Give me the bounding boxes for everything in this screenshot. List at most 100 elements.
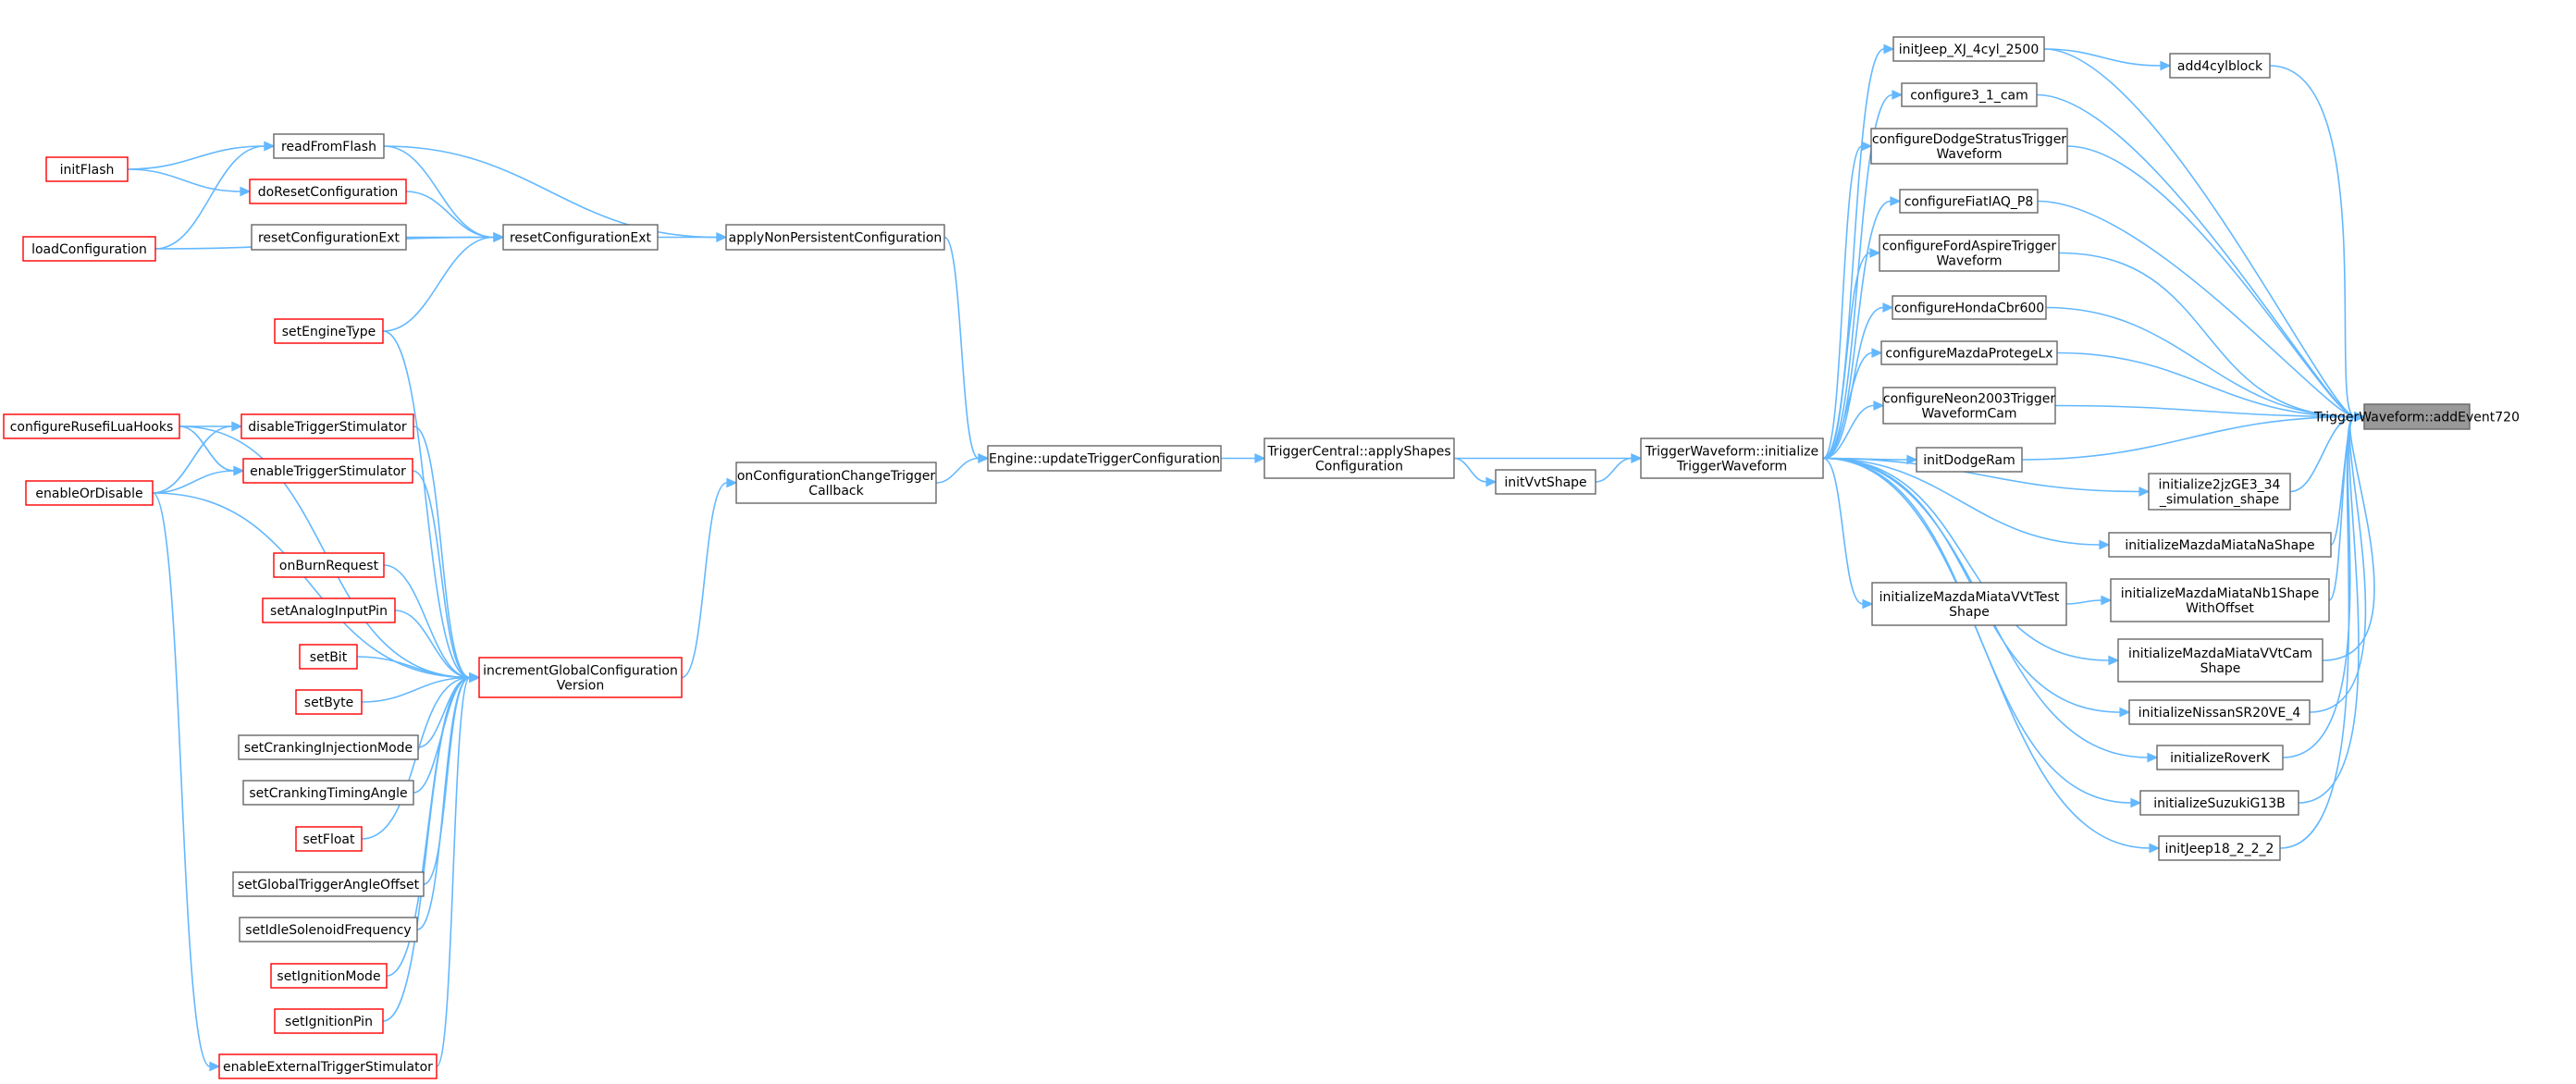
node-box-setGlobalTriggerAngleOffset[interactable]	[232, 871, 425, 897]
node-initializeMazdaMiataNaShape[interactable]: initializeMazdaMiataNaShape	[2108, 532, 2332, 558]
node-applyNonPersistentConfiguration[interactable]: applyNonPersistentConfiguration	[725, 224, 945, 251]
node-box-add4cylblock[interactable]	[2169, 53, 2271, 79]
node-initJeep18[interactable]: initJeep18_2_2_2	[2158, 835, 2281, 861]
node-box-setAnalogInputPin[interactable]	[262, 597, 396, 623]
node-initializeSuzukiG13B[interactable]: initializeSuzukiG13B	[2139, 790, 2299, 816]
node-setIgnitionMode[interactable]: setIgnitionMode	[270, 963, 388, 989]
node-setCrankingInjectionMode[interactable]: setCrankingInjectionMode	[238, 734, 419, 760]
node-setBit[interactable]: setBit	[299, 644, 358, 670]
node-setEngineType[interactable]: setEngineType	[274, 318, 384, 344]
node-box-configureRusefiLuaHooks[interactable]	[3, 413, 180, 439]
node-box-enableExternalTriggerStimulator[interactable]	[218, 1053, 438, 1079]
node-addEvent720[interactable]: TriggerWaveform::addEvent720	[2313, 403, 2520, 430]
node-box-setIdleSolenoidFrequency[interactable]	[239, 917, 418, 942]
node-box-initJeep18[interactable]	[2158, 835, 2281, 861]
node-initialize2jzGE3_34[interactable]: initialize2jzGE3_34_simulation_shape	[2148, 473, 2291, 511]
node-box-setBit[interactable]	[299, 644, 358, 670]
node-enableExternalTriggerStimulator[interactable]: enableExternalTriggerStimulator	[218, 1053, 438, 1079]
node-box-enableTriggerStimulator[interactable]	[242, 458, 413, 484]
node-box-initialize2jzGE3_34[interactable]	[2148, 473, 2291, 511]
node-box-loadConfiguration[interactable]	[22, 236, 156, 262]
node-box-configureFiatIAQ_P8[interactable]	[1899, 189, 2039, 214]
node-box-resetConfigurationExt[interactable]	[502, 224, 659, 251]
node-initDodgeRam[interactable]: initDodgeRam	[1916, 447, 2023, 473]
node-box-onConfigurationChangeTriggerCallback[interactable]	[735, 462, 937, 504]
node-updateTriggerConfiguration[interactable]: Engine::updateTriggerConfiguration	[987, 445, 1222, 472]
node-box-doResetConfiguration[interactable]	[249, 179, 407, 204]
node-add4cylblock[interactable]: add4cylblock	[2169, 53, 2271, 79]
node-setIgnitionPin[interactable]: setIgnitionPin	[274, 1008, 384, 1034]
node-box-initializeMazdaMiataVVtCam[interactable]	[2117, 638, 2323, 683]
node-initJeep_XJ[interactable]: initJeep_XJ_4cyl_2500	[1892, 36, 2045, 62]
node-configureRusefiLuaHooks[interactable]: configureRusefiLuaHooks	[3, 413, 180, 439]
node-box-setIgnitionMode[interactable]	[270, 963, 388, 989]
node-box-initializeMazdaMiataVVtTest[interactable]	[1871, 582, 2067, 626]
node-configureMazdaProtegeLx[interactable]: configureMazdaProtegeLx	[1880, 340, 2058, 365]
node-initVvtShape[interactable]: initVvtShape	[1495, 469, 1596, 495]
node-box-applyShapesConfiguration[interactable]	[1263, 437, 1455, 479]
node-box-setFloat[interactable]	[295, 826, 363, 852]
node-resetConfigurationExt[interactable]: resetConfigurationExt	[502, 224, 659, 251]
node-box-configureHondaCbr600[interactable]	[1892, 295, 2047, 320]
node-initFlash[interactable]: initFlash	[45, 156, 129, 182]
node-box-initVvtShape[interactable]	[1495, 469, 1596, 495]
node-configure3_1_cam[interactable]: configure3_1_cam	[1901, 82, 2038, 107]
node-enableOrDisable[interactable]: enableOrDisable	[25, 480, 154, 506]
node-box-initFlash[interactable]	[45, 156, 129, 182]
node-initializeTriggerWaveform[interactable]: TriggerWaveform::initializeTriggerWavefo…	[1640, 437, 1824, 479]
node-box-readFromFlash[interactable]	[273, 133, 385, 159]
node-loadConfiguration[interactable]: loadConfiguration	[22, 236, 156, 262]
node-onBurnRequest[interactable]: onBurnRequest	[273, 552, 385, 578]
node-resetConfigurationExt2[interactable]: resetConfigurationExt	[251, 224, 407, 251]
node-setCrankingTimingAngle[interactable]: setCrankingTimingAngle	[242, 780, 414, 806]
node-box-initializeSuzukiG13B[interactable]	[2139, 790, 2299, 816]
node-setFloat[interactable]: setFloat	[295, 826, 363, 852]
node-box-onBurnRequest[interactable]	[273, 552, 385, 578]
node-setIdleSolenoidFrequency[interactable]: setIdleSolenoidFrequency	[239, 917, 418, 942]
node-configureHondaCbr600[interactable]: configureHondaCbr600	[1892, 295, 2047, 320]
node-box-updateTriggerConfiguration[interactable]	[987, 445, 1222, 472]
node-box-configureNeon2003[interactable]	[1882, 387, 2056, 425]
node-box-initializeRoverK[interactable]	[2156, 745, 2284, 770]
node-setGlobalTriggerAngleOffset[interactable]: setGlobalTriggerAngleOffset	[232, 871, 425, 897]
node-setAnalogInputPin[interactable]: setAnalogInputPin	[262, 597, 396, 623]
node-box-disableTriggerStimulator[interactable]	[240, 413, 414, 439]
node-box-initJeep_XJ[interactable]	[1892, 36, 2045, 62]
node-box-setIgnitionPin[interactable]	[274, 1008, 384, 1034]
node-box-setEngineType[interactable]	[274, 318, 384, 344]
node-box-incrementGlobalConfigurationVersion[interactable]	[478, 657, 683, 698]
node-initializeNissanSR20VE_4[interactable]: initializeNissanSR20VE_4	[2128, 699, 2311, 725]
node-box-setCrankingTimingAngle[interactable]	[242, 780, 414, 806]
node-box-initializeNissanSR20VE_4[interactable]	[2128, 699, 2311, 725]
node-box-initializeTriggerWaveform[interactable]	[1640, 437, 1824, 479]
node-box-setCrankingInjectionMode[interactable]	[238, 734, 419, 760]
node-setByte[interactable]: setByte	[295, 689, 363, 715]
node-disableTriggerStimulator[interactable]: disableTriggerStimulator	[240, 413, 414, 439]
node-readFromFlash[interactable]: readFromFlash	[273, 133, 385, 159]
node-enableTriggerStimulator[interactable]: enableTriggerStimulator	[242, 458, 413, 484]
node-box-configure3_1_cam[interactable]	[1901, 82, 2038, 107]
node-doResetConfiguration[interactable]: doResetConfiguration	[249, 179, 407, 204]
node-configureFiatIAQ_P8[interactable]: configureFiatIAQ_P8	[1899, 189, 2039, 214]
node-box-initializeMazdaMiataNaShape[interactable]	[2108, 532, 2332, 558]
node-box-applyNonPersistentConfiguration[interactable]	[725, 224, 945, 251]
node-box-addEvent720[interactable]	[2363, 403, 2471, 430]
node-box-initializeMazdaMiataNb1[interactable]	[2110, 578, 2330, 622]
node-box-configureFordAspire[interactable]	[1879, 234, 2060, 272]
node-box-enableOrDisable[interactable]	[25, 480, 154, 506]
node-initializeRoverK[interactable]: initializeRoverK	[2156, 745, 2284, 770]
node-box-configureMazdaProtegeLx[interactable]	[1880, 340, 2058, 365]
node-box-resetConfigurationExt2[interactable]	[251, 224, 407, 251]
node-box-configureDodgeStratus[interactable]	[1870, 128, 2068, 165]
node-box-initDodgeRam[interactable]	[1916, 447, 2023, 473]
node-box-setByte[interactable]	[295, 689, 363, 715]
